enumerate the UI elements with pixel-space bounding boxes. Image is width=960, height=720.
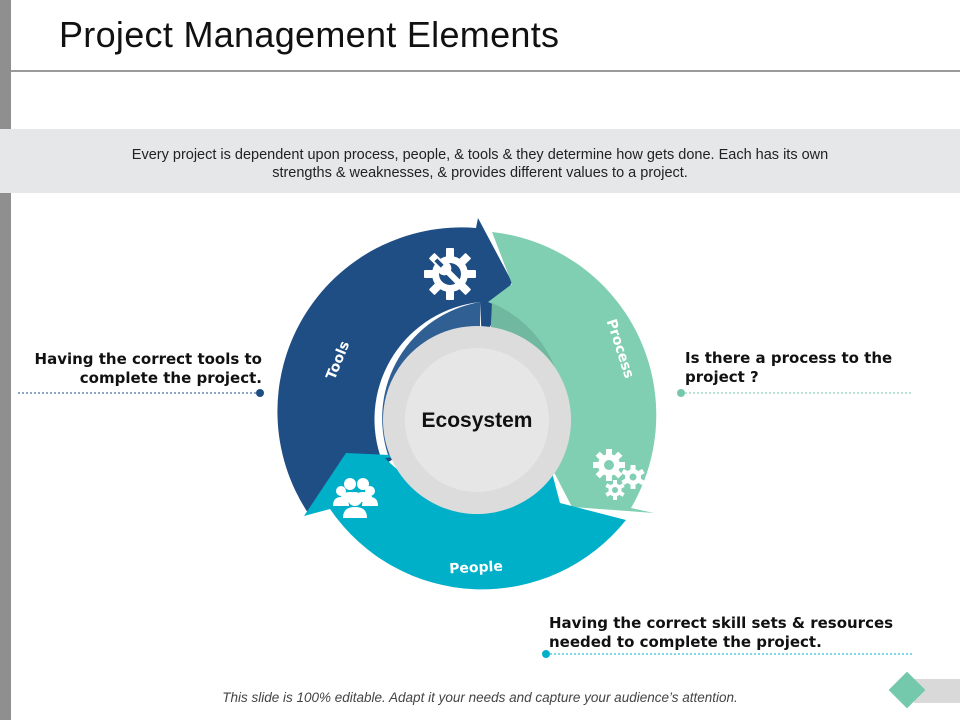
- corner-diamond: [888, 671, 926, 709]
- left-accent-bar: [0, 0, 11, 720]
- process-connector-dot: [677, 389, 685, 397]
- people-connector-dot: [542, 650, 550, 658]
- people-note: Having the correct skill sets & resource…: [549, 614, 894, 651]
- tools-note: Having the correct tools to complete the…: [34, 350, 262, 387]
- process-note: Is there a process to the project ?: [685, 349, 893, 386]
- footer-text: This slide is 100% editable. Adapt it yo…: [222, 690, 738, 705]
- description-band: [0, 129, 960, 193]
- people-group-icon: [333, 478, 378, 518]
- gears-icon: [593, 449, 645, 500]
- process-segment: [488, 232, 657, 513]
- center-inner-circle: [405, 348, 549, 492]
- people-segment: [304, 453, 626, 590]
- tools-connector-dot: [256, 389, 264, 397]
- people-label: People: [449, 559, 503, 578]
- title-divider: [11, 70, 960, 72]
- center-label: Ecosystem: [422, 409, 533, 432]
- gear-wrench-icon: [424, 248, 476, 300]
- description-text: Every project is dependent upon process,…: [131, 147, 829, 181]
- page-title: Project Management Elements: [59, 14, 560, 55]
